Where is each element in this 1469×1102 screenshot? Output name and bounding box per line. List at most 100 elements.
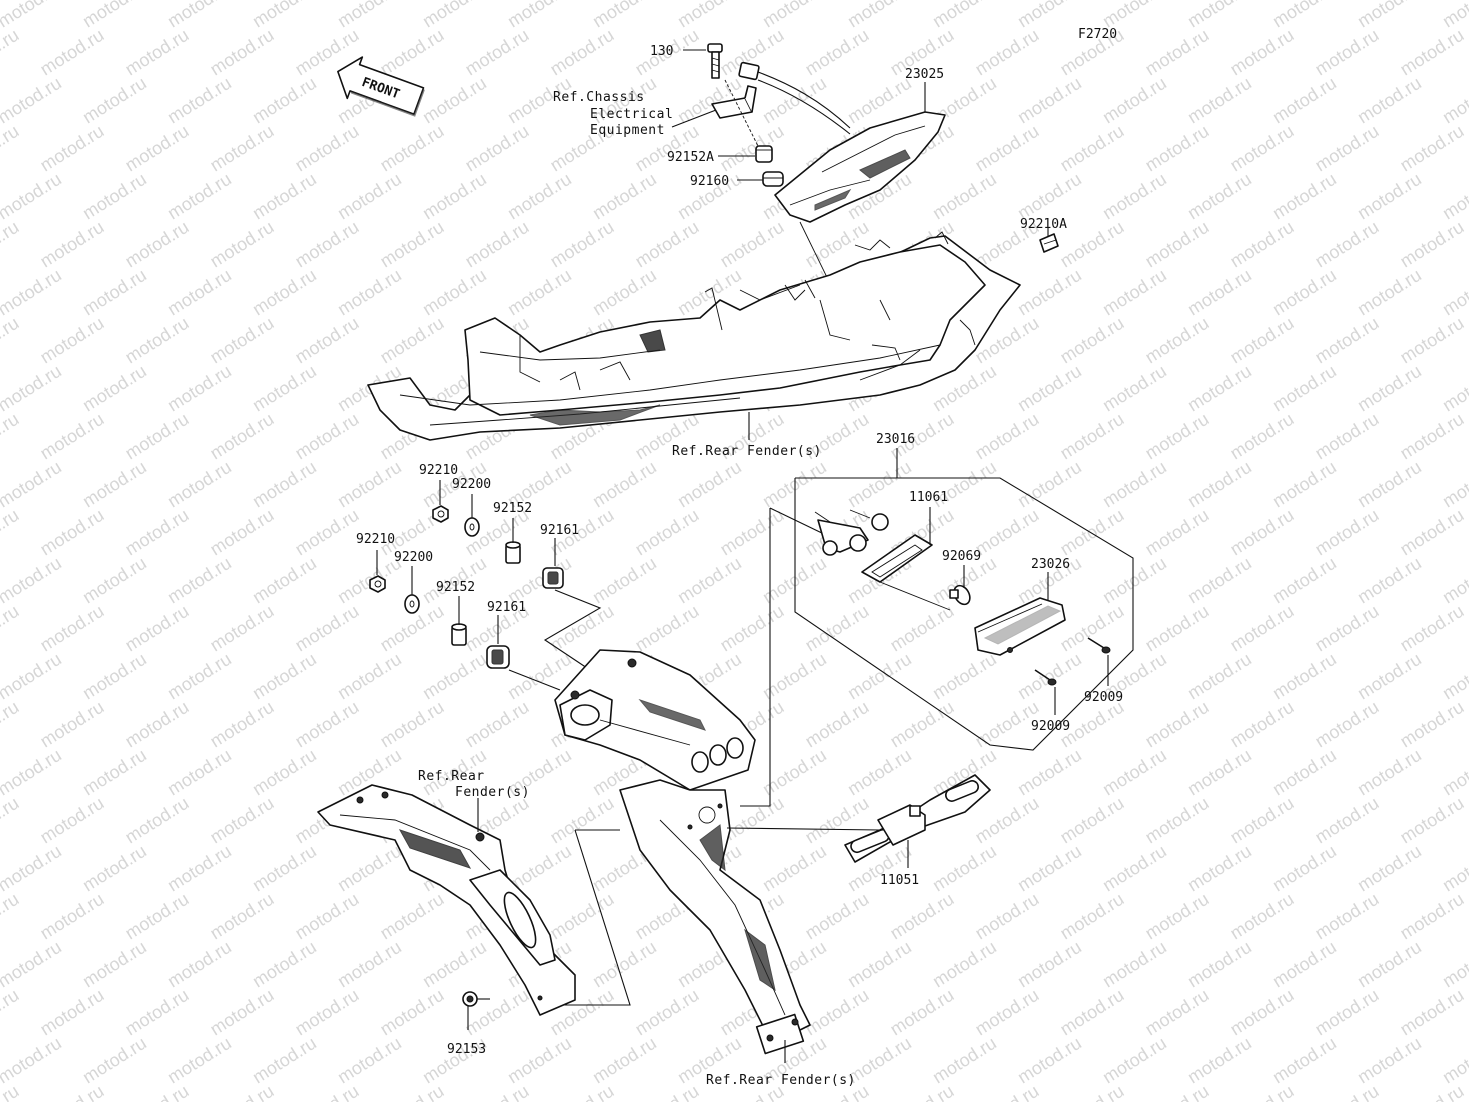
watermark-text: motod.ru [632, 601, 703, 656]
label-92152-a: 92152 [493, 501, 532, 516]
label-ref-rear-fender-top: Ref.Rear Fender(s) [672, 444, 822, 459]
watermark-text: motod.ru [0, 985, 22, 1040]
watermark-text: motod.ru [1354, 1033, 1425, 1088]
watermark-text: motod.ru [1099, 937, 1170, 992]
watermark-text: motod.ru [1269, 73, 1340, 128]
watermark-text: motod.ru [207, 313, 278, 368]
watermark-text: motod.ru [292, 217, 363, 272]
watermark-text: motod.ru [802, 601, 873, 656]
screw-92009-a [1087, 637, 1111, 654]
watermark-text: motod.ru [419, 265, 490, 320]
watermark-text: motod.ru [547, 1081, 618, 1102]
watermark-text: motod.ru [972, 889, 1043, 944]
watermark-text: motod.ru [1184, 649, 1255, 704]
watermark-text: motod.ru [1142, 505, 1213, 560]
watermark-text: motod.ru [207, 985, 278, 1040]
watermark-text: motod.ru [37, 505, 108, 560]
watermark-text: motod.ru [249, 73, 320, 128]
watermark-text: motod.ru [1057, 1081, 1128, 1102]
grommet-92161-a [542, 567, 564, 589]
label-92152A: 92152A [667, 150, 714, 165]
bracket-11051 [844, 774, 991, 863]
bulb-92069 [949, 584, 971, 606]
watermark-text: motod.ru [249, 841, 320, 896]
label-ref-rear-fender-bottom: Ref.Rear Fender(s) [706, 1073, 856, 1088]
watermark-text: motod.ru [122, 889, 193, 944]
watermark-text: motod.ru [0, 25, 22, 80]
watermark-text: motod.ru [1397, 697, 1468, 752]
watermark-text: motod.ru [462, 1081, 533, 1102]
watermark-text: motod.ru [1354, 457, 1425, 512]
watermark-text: motod.ru [972, 409, 1043, 464]
label-11061: 11061 [909, 490, 948, 505]
watermark-text: motod.ru [249, 745, 320, 800]
watermark-text: motod.ru [0, 265, 65, 320]
watermark-text: motod.ru [164, 649, 235, 704]
watermark-text: motod.ru [164, 457, 235, 512]
watermark-text: motod.ru [1269, 457, 1340, 512]
watermark-text: motod.ru [717, 217, 788, 272]
watermark-text: motod.ru [0, 889, 22, 944]
watermark-text: motod.ru [802, 697, 873, 752]
watermark-text: motod.ru [589, 265, 660, 320]
watermark-text: motod.ru [122, 409, 193, 464]
watermark-text: motod.ru [1312, 889, 1383, 944]
watermark-text: motod.ru [79, 937, 150, 992]
watermark-text: motod.ru [1439, 457, 1469, 512]
watermark-text: motod.ru [1014, 841, 1085, 896]
watermark-text: motod.ru [929, 649, 1000, 704]
watermark-text: motod.ru [1397, 217, 1468, 272]
watermark-text: motod.ru [292, 121, 363, 176]
watermark-text: motod.ru [1354, 937, 1425, 992]
watermark-text: motod.ru [1142, 793, 1213, 848]
watermark-text: motod.ru [249, 169, 320, 224]
watermark-text: motod.ru [0, 697, 22, 752]
watermark-text: motod.ru [1354, 841, 1425, 896]
watermark-text: motod.ru [207, 697, 278, 752]
watermark-text: motod.ru [1312, 313, 1383, 368]
inner-fender-bracket [317, 784, 576, 1016]
watermark-text: motod.ru [1354, 649, 1425, 704]
watermark-text: motod.ru [122, 697, 193, 752]
watermark-text: motod.ru [929, 0, 1000, 31]
watermark-text: motod.ru [717, 601, 788, 656]
label-ref-chassis-1: Ref.Chassis [553, 90, 645, 105]
watermark-text: motod.ru [164, 745, 235, 800]
watermark-text: motod.ru [122, 217, 193, 272]
watermark-text: motod.ru [0, 649, 65, 704]
watermark-text: motod.ru [1354, 745, 1425, 800]
watermark-text: motod.ru [589, 169, 660, 224]
collar-92152A [755, 145, 773, 163]
gasket-11061 [861, 534, 933, 583]
watermark-text: motod.ru [1227, 601, 1298, 656]
watermark-text: motod.ru [1397, 505, 1468, 560]
watermark-text: motod.ru [1227, 313, 1298, 368]
watermark-text: motod.ru [1099, 457, 1170, 512]
watermark-text: motod.ru [972, 121, 1043, 176]
watermark-text: motod.ru [1184, 841, 1255, 896]
watermark-text: motod.ru [1397, 121, 1468, 176]
watermark-text: motod.ru [589, 457, 660, 512]
watermark-text: motod.ru [207, 889, 278, 944]
watermark-text: motod.ru [0, 937, 65, 992]
watermark-text: motod.ru [1099, 1033, 1170, 1088]
watermark-text: motod.ru [1439, 649, 1469, 704]
label-92200-a: 92200 [452, 477, 491, 492]
watermark-text: motod.ru [334, 457, 405, 512]
watermark-text: motod.ru [1014, 937, 1085, 992]
watermark-text: motod.ru [0, 217, 22, 272]
watermark-text: motod.ru [504, 169, 575, 224]
watermark-text: motod.ru [1099, 841, 1170, 896]
watermark-text: motod.ru [207, 409, 278, 464]
watermark-text: motod.ru [164, 553, 235, 608]
watermark-text: motod.ru [547, 793, 618, 848]
watermark-text: motod.ru [292, 985, 363, 1040]
watermark-text: motod.ru [164, 361, 235, 416]
watermark-text: motod.ru [377, 985, 448, 1040]
watermark-text: motod.ru [249, 361, 320, 416]
watermark-text: motod.ru [1057, 601, 1128, 656]
watermark-text: motod.ru [249, 937, 320, 992]
watermark-text: motod.ru [1397, 601, 1468, 656]
watermark-text: motod.ru [79, 841, 150, 896]
watermark-text: motod.ru [1269, 265, 1340, 320]
